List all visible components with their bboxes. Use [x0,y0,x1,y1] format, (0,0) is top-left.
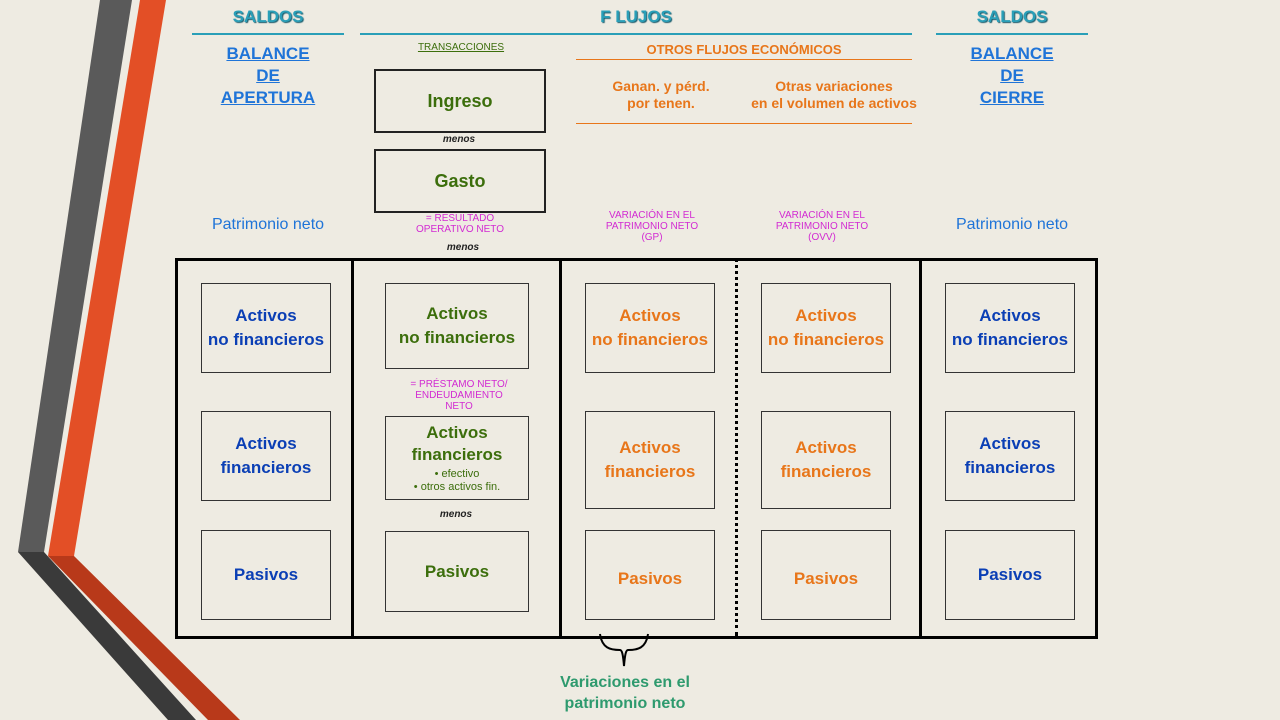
ingreso-box: Ingreso [374,69,546,133]
otros-flujos-bottom-rule [576,123,912,124]
gasto-box: Gasto [374,149,546,213]
divider-dotted [735,258,738,636]
pasivos-box-apertura: Pasivos [201,530,331,620]
frame-right [1095,258,1098,639]
otros-flujos-label: OTROS FLUJOS ECONÓMICOS [646,42,842,57]
frame-top [175,258,1098,261]
patrimonio-neto-right: Patrimonio neto [955,216,1069,233]
activos-f-bullets: efectivo otros activos fin. [414,468,500,494]
saldos-right-header: SALDOS [976,7,1048,26]
otros-flujos-top-rule [576,59,912,60]
saldos-left-rule [192,33,344,35]
transacciones-label: TRANSACCIONES [417,42,505,53]
decorative-stripes [18,0,240,720]
divider-3 [919,258,922,636]
curly-brace-icon [599,633,649,667]
flujos-rule [360,33,912,35]
saldos-left-header: SALDOS [232,7,304,26]
pasivos-box-transacciones: Pasivos [385,531,529,612]
pasivos-box-cierre: Pasivos [945,530,1075,620]
patrimonio-neto-left: Patrimonio neto [211,216,325,233]
frame-bottom [175,636,1098,639]
menos-label-2: menos [446,242,480,253]
divider-1 [351,258,354,636]
pasivos-box-gp: Pasivos [585,530,715,620]
pasivos-box-ovv: Pasivos [761,530,891,620]
ganan-label: Ganan. y pérd.por tenen. [612,78,710,111]
flujos-header: F LUJOS [600,7,672,26]
menos-label-3: menos [439,509,473,520]
menos-label-1: menos [442,134,476,145]
frame-left [175,258,178,639]
saldos-right-rule [936,33,1088,35]
divider-2 [559,258,562,636]
